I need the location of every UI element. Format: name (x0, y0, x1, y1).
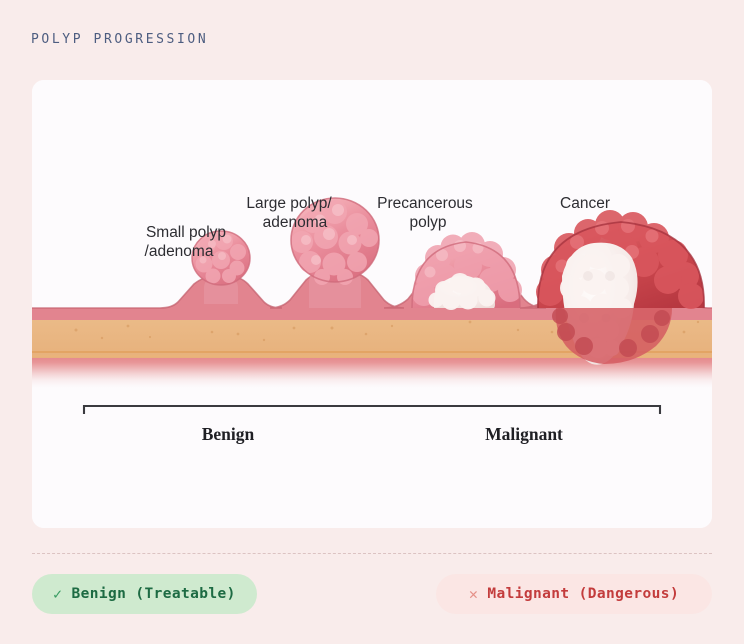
lesion-cancer (536, 210, 705, 365)
label-cancer: Cancer (560, 195, 610, 212)
cross-icon: ✕ (468, 585, 479, 603)
status-badge-benign-label: Benign (Treatable) (71, 586, 236, 602)
label-precancerous-line1: Precancerous (377, 195, 473, 212)
lesion-precancerous-polyp (411, 232, 522, 310)
status-badge-benign[interactable]: ✓ Benign (Treatable) (32, 574, 257, 614)
page-title: POLYP PROGRESSION (31, 32, 209, 47)
label-small-polyp-line1: Small polyp (146, 224, 226, 241)
illustration-card: Small polyp /adenoma Large polyp/ adenom… (32, 80, 712, 528)
label-small-polyp-line2: /adenoma (145, 243, 214, 260)
status-badge-malignant-label: Malignant (Dangerous) (487, 586, 680, 602)
label-large-polyp-line1: Large polyp/ (246, 195, 332, 212)
check-icon: ✓ (53, 585, 63, 603)
benign-malignant-bracket (82, 404, 662, 414)
bracket-label-malignant: Malignant (485, 424, 563, 444)
lesion-large-polyp (290, 197, 380, 308)
polyp-progression-diagram: Small polyp /adenoma Large polyp/ adenom… (32, 80, 712, 528)
section-divider (32, 553, 712, 554)
status-legend: ✓ Benign (Treatable) ✕ Malignant (Danger… (32, 574, 712, 614)
status-badge-malignant[interactable]: ✕ Malignant (Dangerous) (436, 574, 712, 614)
label-precancerous-line2: polyp (409, 214, 446, 231)
lesion-small-polyp (191, 230, 251, 304)
bracket-label-benign: Benign (202, 424, 255, 444)
label-large-polyp-line2: adenoma (263, 214, 328, 231)
